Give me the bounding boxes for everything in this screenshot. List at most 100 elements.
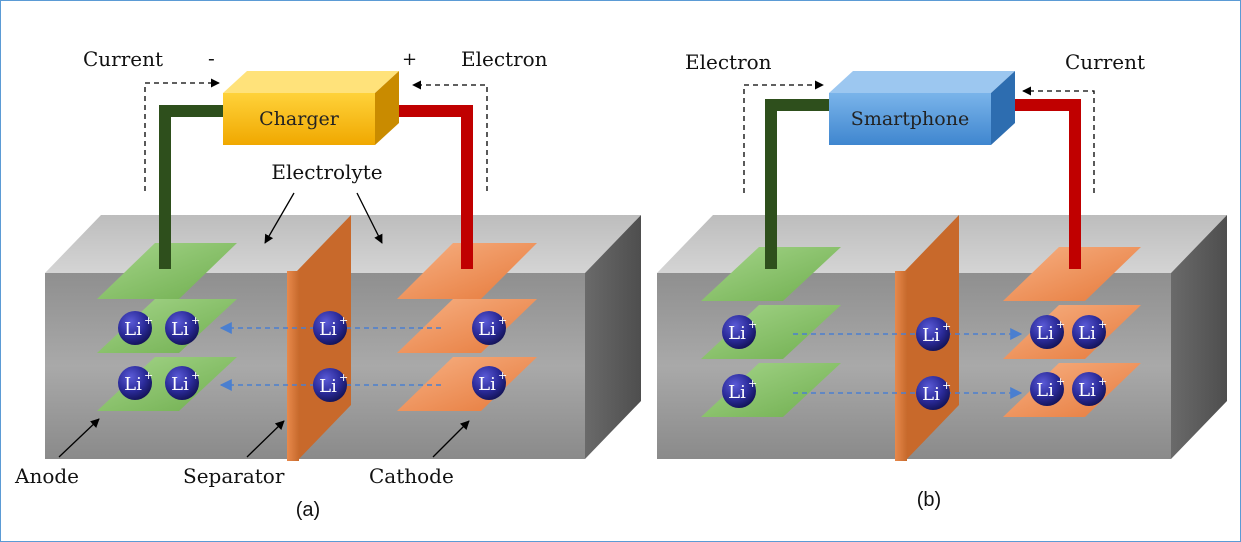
ion-circle bbox=[1072, 372, 1106, 406]
lithium-ion: Li+ bbox=[1072, 315, 1107, 349]
panel-a: Charger Li+Li+Li+Li+Li+Li+Li+Li+ Current… bbox=[14, 46, 641, 521]
ion-label: Li bbox=[1078, 323, 1096, 344]
cathode-wire-a bbox=[385, 105, 473, 269]
ion-charge: + bbox=[191, 369, 200, 382]
ion-label: Li bbox=[728, 323, 746, 344]
smartphone-box bbox=[829, 93, 991, 145]
ion-charge: + bbox=[1056, 318, 1065, 331]
charger-side bbox=[375, 71, 399, 145]
ion-charge: + bbox=[144, 314, 153, 327]
anode-plate-top-b bbox=[701, 247, 841, 301]
ion-label: Li bbox=[124, 374, 142, 395]
ion-circle bbox=[165, 311, 199, 345]
cathode-pointer-arrow bbox=[432, 420, 470, 458]
anode-label: Anode bbox=[14, 464, 79, 488]
ion-label: Li bbox=[319, 376, 337, 397]
ion-charge: + bbox=[498, 314, 507, 327]
ions-panel-b: Li+Li+Li+Li+Li+Li+Li+Li+ bbox=[722, 315, 1107, 410]
ion-charge: + bbox=[498, 369, 507, 382]
cathode-plate-middle bbox=[397, 299, 537, 353]
current-dashed-arrow-a bbox=[144, 78, 220, 191]
lithium-ion: Li+ bbox=[916, 376, 951, 410]
electrolyte-arrow-left bbox=[264, 192, 295, 244]
lithium-ion: Li+ bbox=[472, 366, 507, 400]
cathode-plate-bottom-b bbox=[1003, 363, 1141, 417]
anode-plate-top bbox=[97, 243, 237, 299]
ion-circle bbox=[472, 366, 506, 400]
lithium-ion: Li+ bbox=[1030, 372, 1065, 406]
ion-circle bbox=[1030, 372, 1064, 406]
ion-charge: + bbox=[144, 369, 153, 382]
lithium-ion: Li+ bbox=[118, 311, 153, 345]
lithium-ion: Li+ bbox=[313, 368, 348, 402]
ion-circle bbox=[1030, 315, 1064, 349]
electron-dashed-arrow-b bbox=[743, 80, 824, 193]
separator-front bbox=[287, 271, 299, 461]
ion-charge: + bbox=[942, 379, 951, 392]
lithium-ion: Li+ bbox=[1072, 372, 1107, 406]
electron-label-b: Electron bbox=[685, 50, 772, 74]
ion-charge: + bbox=[942, 320, 951, 333]
cathode-wire-b bbox=[1003, 99, 1081, 269]
lithium-ion: Li+ bbox=[165, 366, 200, 400]
lithium-ion: Li+ bbox=[722, 315, 757, 349]
minus-sign: - bbox=[208, 46, 215, 70]
ion-charge: + bbox=[339, 371, 348, 384]
lithium-ion: Li+ bbox=[165, 311, 200, 345]
ion-label: Li bbox=[728, 382, 746, 403]
lithium-ion: Li+ bbox=[118, 366, 153, 400]
ion-label: Li bbox=[478, 374, 496, 395]
ion-circle bbox=[118, 311, 152, 345]
caption-b: (b) bbox=[917, 489, 941, 511]
ion-circle bbox=[472, 311, 506, 345]
current-dashed-arrow-b bbox=[1022, 86, 1095, 193]
electron-label-a: Electron bbox=[461, 47, 548, 71]
lithium-ion: Li+ bbox=[916, 317, 951, 351]
caption-a: (a) bbox=[296, 499, 320, 521]
ion-circle bbox=[313, 311, 347, 345]
current-label-b: Current bbox=[1065, 50, 1145, 74]
ion-charge: + bbox=[1098, 318, 1107, 331]
lithium-ion: Li+ bbox=[722, 374, 757, 408]
cathode-plate-top bbox=[397, 243, 537, 299]
ion-circle bbox=[1072, 315, 1106, 349]
smartphone-side bbox=[991, 71, 1015, 145]
battery-box-side-a bbox=[585, 215, 641, 459]
cathode-plate-bottom bbox=[397, 357, 537, 411]
panel-b: Smartphone Li+Li+Li+Li+Li+Li+Li+Li+ Elec… bbox=[657, 50, 1227, 511]
cathode-plate-top-b bbox=[1003, 247, 1141, 301]
lithium-ion: Li+ bbox=[472, 311, 507, 345]
ion-circle bbox=[118, 366, 152, 400]
plus-sign: + bbox=[402, 49, 417, 70]
ion-circle bbox=[165, 366, 199, 400]
charger-label: Charger bbox=[259, 108, 340, 130]
battery-box-side-b bbox=[1171, 215, 1227, 459]
lithium-ion: Li+ bbox=[313, 311, 348, 345]
ion-label: Li bbox=[1036, 380, 1054, 401]
ion-charge: + bbox=[748, 377, 757, 390]
ion-charge: + bbox=[339, 314, 348, 327]
ion-circle bbox=[916, 317, 950, 351]
ion-label: Li bbox=[171, 374, 189, 395]
current-label-a: Current bbox=[83, 47, 163, 71]
charger-top bbox=[223, 71, 399, 93]
separator-label: Separator bbox=[183, 464, 285, 488]
electrolyte-arrow-right bbox=[356, 192, 383, 244]
electrolyte-label: Electrolyte bbox=[271, 160, 382, 184]
charger-box bbox=[223, 93, 375, 145]
ion-label: Li bbox=[922, 325, 940, 346]
ion-charge: + bbox=[191, 314, 200, 327]
lithium-ion: Li+ bbox=[1030, 315, 1065, 349]
ion-circle bbox=[313, 368, 347, 402]
ion-label: Li bbox=[171, 319, 189, 340]
electron-dashed-arrow-a bbox=[412, 80, 488, 191]
anode-pointer-arrow bbox=[58, 418, 100, 458]
ion-label: Li bbox=[478, 319, 496, 340]
cathode-label: Cathode bbox=[369, 464, 454, 488]
ion-label: Li bbox=[124, 319, 142, 340]
anode-wire-b bbox=[765, 99, 833, 269]
ion-circle bbox=[722, 315, 756, 349]
ion-charge: + bbox=[748, 318, 757, 331]
